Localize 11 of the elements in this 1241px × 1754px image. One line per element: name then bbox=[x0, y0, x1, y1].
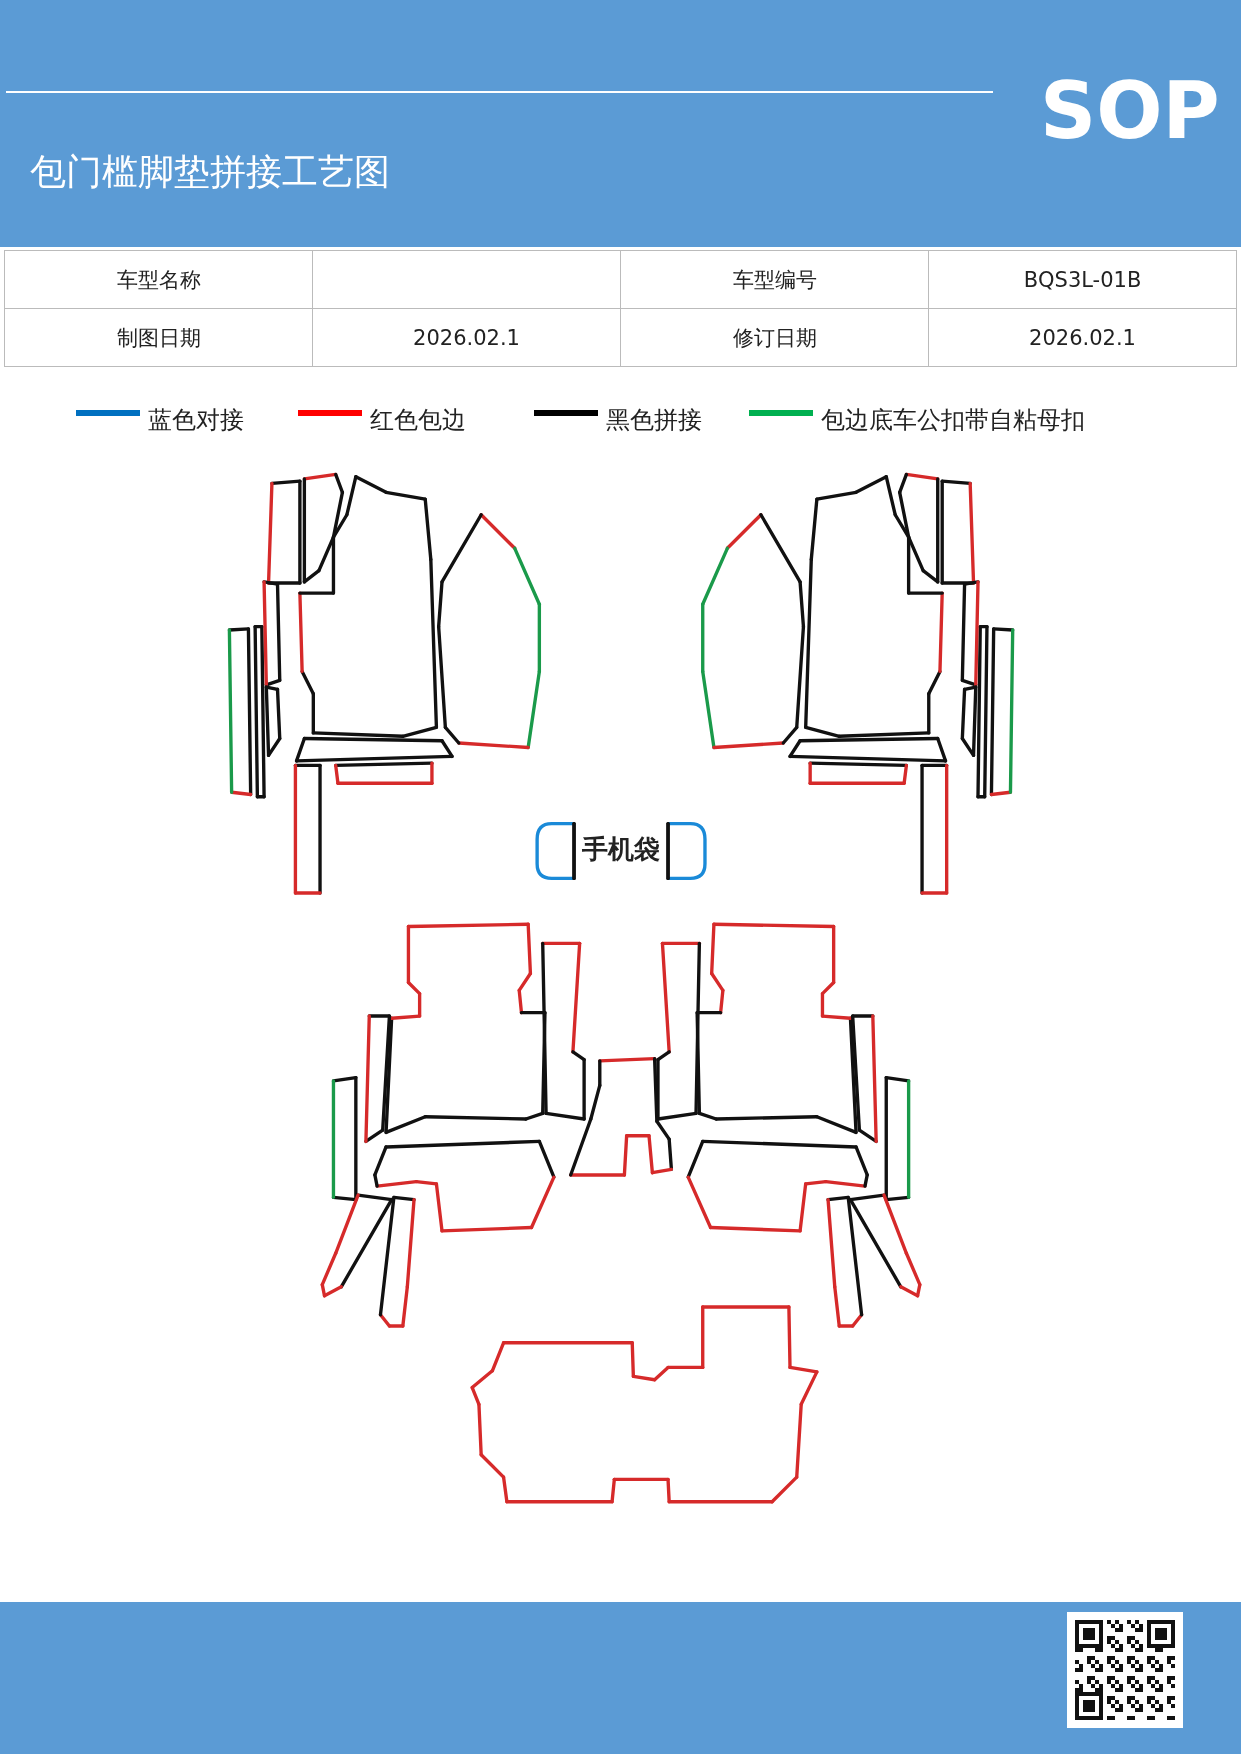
legend-label: 红色包边 bbox=[370, 405, 466, 436]
legend-label: 蓝色对接 bbox=[148, 405, 244, 436]
table-cell: 2026.02.1 bbox=[928, 308, 1237, 367]
legend-label: 黑色拼接 bbox=[606, 405, 702, 436]
pocket-label: 手机袋 bbox=[582, 833, 660, 866]
table-cell: 车型名称 bbox=[4, 250, 313, 309]
title: 包门槛脚垫拼接工艺图 bbox=[30, 150, 390, 194]
legend-label: 包边底车公扣带自粘母扣 bbox=[821, 405, 1085, 436]
table-cell: BQS3L-01B bbox=[928, 250, 1237, 309]
table-cell: 制图日期 bbox=[4, 308, 313, 367]
document-code: SOP bbox=[1040, 66, 1220, 156]
